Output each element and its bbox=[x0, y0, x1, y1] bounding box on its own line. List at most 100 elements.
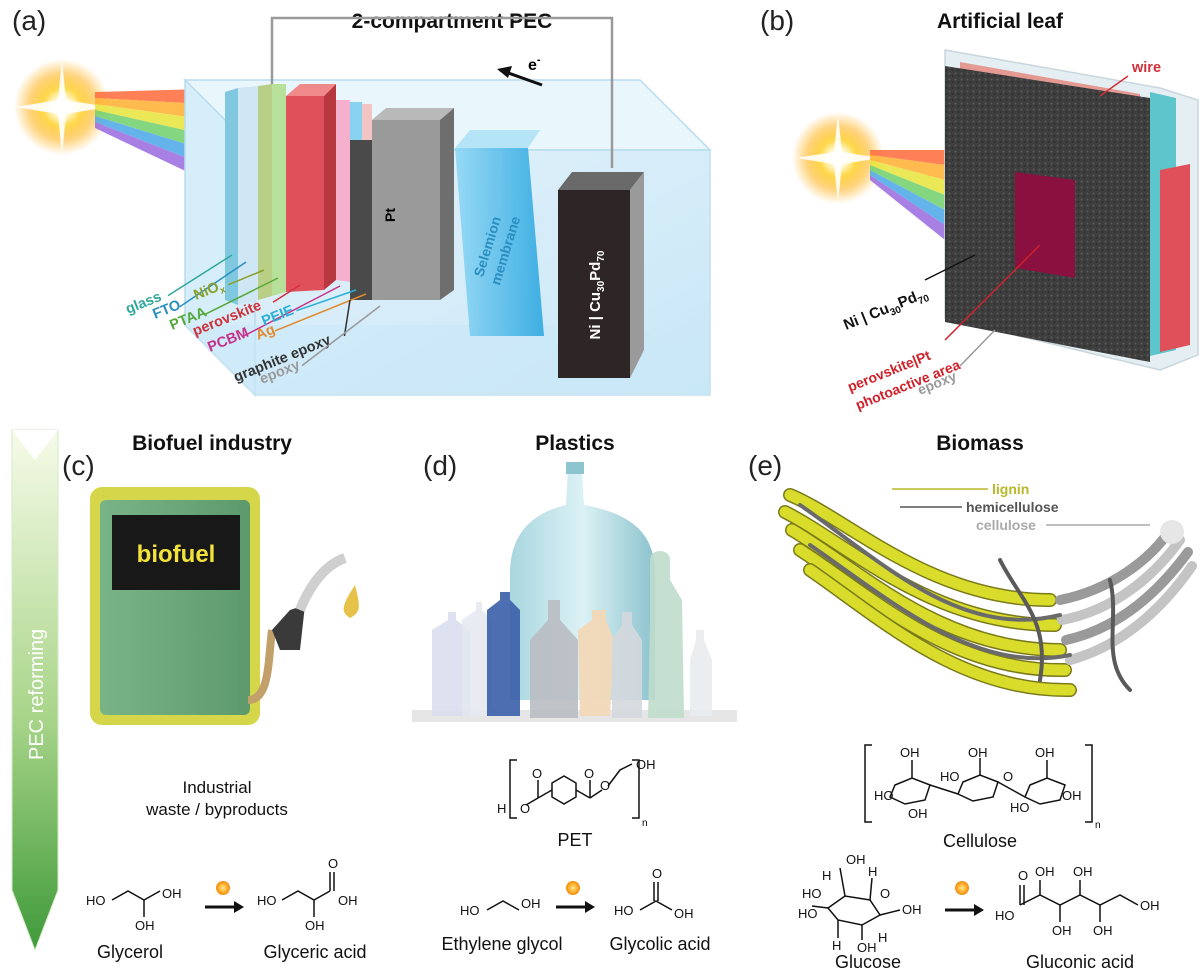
ethylene-glycol-structure: HO OH bbox=[460, 896, 541, 918]
pet-label: PET bbox=[557, 830, 592, 850]
svg-text:O: O bbox=[328, 856, 338, 871]
gluconic-acid-structure: O HO OH OH OH OH OH bbox=[995, 864, 1160, 938]
pec-reforming-arrow: PEC reforming bbox=[11, 429, 59, 952]
svg-text:H: H bbox=[832, 938, 841, 953]
panel-a-label: (a) bbox=[12, 5, 46, 36]
svg-text:OH: OH bbox=[636, 757, 656, 772]
photoelectrode-stack bbox=[225, 84, 454, 305]
svg-text:HO: HO bbox=[995, 908, 1015, 923]
sun-glint bbox=[16, 60, 108, 156]
svg-text:O: O bbox=[520, 801, 530, 816]
panel-a-title: 2-compartment PEC bbox=[352, 10, 553, 33]
svg-text:HO: HO bbox=[257, 893, 277, 908]
light-icon bbox=[216, 881, 230, 895]
layer-leader-line bbox=[274, 293, 367, 332]
cellulose-structure: OH HO OH OH HO O OH HO OH n bbox=[864, 744, 1101, 831]
svg-text:OH: OH bbox=[162, 886, 182, 901]
cathode-label: Ni | Cu30Pd70 bbox=[587, 250, 607, 339]
layer-leader-line bbox=[179, 261, 247, 308]
svg-text:HO: HO bbox=[802, 886, 822, 901]
svg-text:OH: OH bbox=[305, 918, 325, 933]
ethylene-glycol-label: Ethylene glycol bbox=[441, 934, 562, 954]
plastic-bottles bbox=[412, 462, 737, 722]
svg-text:OH: OH bbox=[900, 745, 920, 760]
svg-text:HO: HO bbox=[614, 903, 634, 918]
panel-e-label: (e) bbox=[748, 450, 782, 481]
hemicellulose-label: hemicellulose bbox=[966, 499, 1059, 515]
panel-b: (b) Artificial leaf wire Ni | Cu30Pd70 p… bbox=[760, 5, 1199, 413]
svg-text:OH: OH bbox=[1093, 923, 1113, 938]
reaction-arrow bbox=[974, 904, 984, 916]
lignin-label: lignin bbox=[992, 481, 1029, 497]
artificial-leaf-device bbox=[944, 49, 1199, 371]
svg-text:OH: OH bbox=[1073, 864, 1093, 879]
svg-text:OH: OH bbox=[1062, 788, 1082, 803]
panel-c-title: Biofuel industry bbox=[132, 432, 292, 455]
wire-label: wire bbox=[1131, 60, 1161, 76]
light-icon bbox=[566, 881, 580, 895]
svg-text:n: n bbox=[1095, 820, 1101, 831]
light-beam bbox=[870, 150, 945, 240]
glyceric-acid-structure: HO O OH OH bbox=[257, 856, 358, 933]
glycerol-label: Glycerol bbox=[97, 942, 163, 962]
panel-c: (c) Biofuel industry biofuel Industrial … bbox=[62, 432, 367, 962]
panel-d-title: Plastics bbox=[535, 432, 614, 455]
glycolic-acid-label: Glycolic acid bbox=[609, 934, 710, 954]
reaction-arrow bbox=[585, 901, 595, 913]
svg-text:O: O bbox=[600, 778, 610, 793]
leaf-cathode-label: Ni | Cu30Pd70 bbox=[841, 284, 931, 336]
svg-text:OH: OH bbox=[968, 745, 988, 760]
panel-b-label: (b) bbox=[760, 5, 794, 36]
selemion-membrane bbox=[455, 130, 544, 336]
svg-text:O: O bbox=[1003, 769, 1013, 784]
glucose-structure: OH H H O OH HO HO H OH H bbox=[798, 852, 922, 955]
layer-leader-line bbox=[204, 277, 279, 316]
electron-label: e- bbox=[528, 54, 541, 74]
svg-text:HO: HO bbox=[940, 769, 960, 784]
panel-a: (a) 2-compartment PEC e- bbox=[12, 5, 712, 397]
layer-leader-line bbox=[296, 289, 357, 312]
pet-structure: O O O O OH H n bbox=[497, 757, 656, 829]
svg-text:H: H bbox=[878, 930, 887, 945]
pec-reforming-label: PEC reforming bbox=[26, 629, 48, 760]
svg-text:OH: OH bbox=[521, 896, 541, 911]
reaction-arrow bbox=[234, 901, 244, 913]
panel-e: (e) Biomass lignin hemicellulose bbox=[748, 432, 1197, 972]
industrial-caption-2: waste / byproducts bbox=[145, 800, 288, 819]
layer-leader-line bbox=[301, 305, 381, 367]
gluconic-acid-label: Gluconic acid bbox=[1026, 952, 1134, 972]
svg-text:OH: OH bbox=[1035, 745, 1055, 760]
svg-text:OH: OH bbox=[1140, 898, 1160, 913]
svg-text:HO: HO bbox=[1010, 800, 1030, 815]
layer-label-ag: Ag bbox=[254, 322, 278, 344]
panel-d-label: (d) bbox=[423, 450, 457, 481]
glycerol-structure: HO OH OH bbox=[86, 886, 182, 933]
svg-text:O: O bbox=[1018, 868, 1028, 883]
glycolic-acid-structure: HO O OH bbox=[614, 866, 694, 921]
layer-leader-line bbox=[242, 285, 341, 338]
svg-text:OH: OH bbox=[846, 852, 866, 867]
biomass-fibers bbox=[778, 488, 1197, 698]
svg-text:HO: HO bbox=[460, 903, 480, 918]
svg-text:OH: OH bbox=[1035, 864, 1055, 879]
biofuel-sign: biofuel bbox=[137, 541, 216, 568]
svg-text:OH: OH bbox=[1052, 923, 1072, 938]
cellulose-polymer-label: Cellulose bbox=[943, 831, 1017, 851]
panel-b-title: Artificial leaf bbox=[937, 10, 1064, 33]
svg-text:O: O bbox=[652, 866, 662, 881]
svg-text:OH: OH bbox=[908, 806, 928, 821]
svg-text:OH: OH bbox=[902, 902, 922, 917]
layer-leader-line bbox=[343, 299, 351, 337]
glucose-label: Glucose bbox=[835, 952, 901, 972]
svg-text:O: O bbox=[532, 766, 542, 781]
svg-text:H: H bbox=[868, 864, 877, 879]
svg-text:OH: OH bbox=[135, 918, 155, 933]
layer-leader-line bbox=[228, 269, 265, 286]
layer-leader-line bbox=[272, 284, 301, 303]
layer-leader-line bbox=[167, 254, 233, 297]
svg-text:HO: HO bbox=[798, 906, 818, 921]
pt-label: Pt bbox=[382, 208, 398, 222]
svg-text:OH: OH bbox=[338, 893, 358, 908]
svg-text:O: O bbox=[584, 766, 594, 781]
